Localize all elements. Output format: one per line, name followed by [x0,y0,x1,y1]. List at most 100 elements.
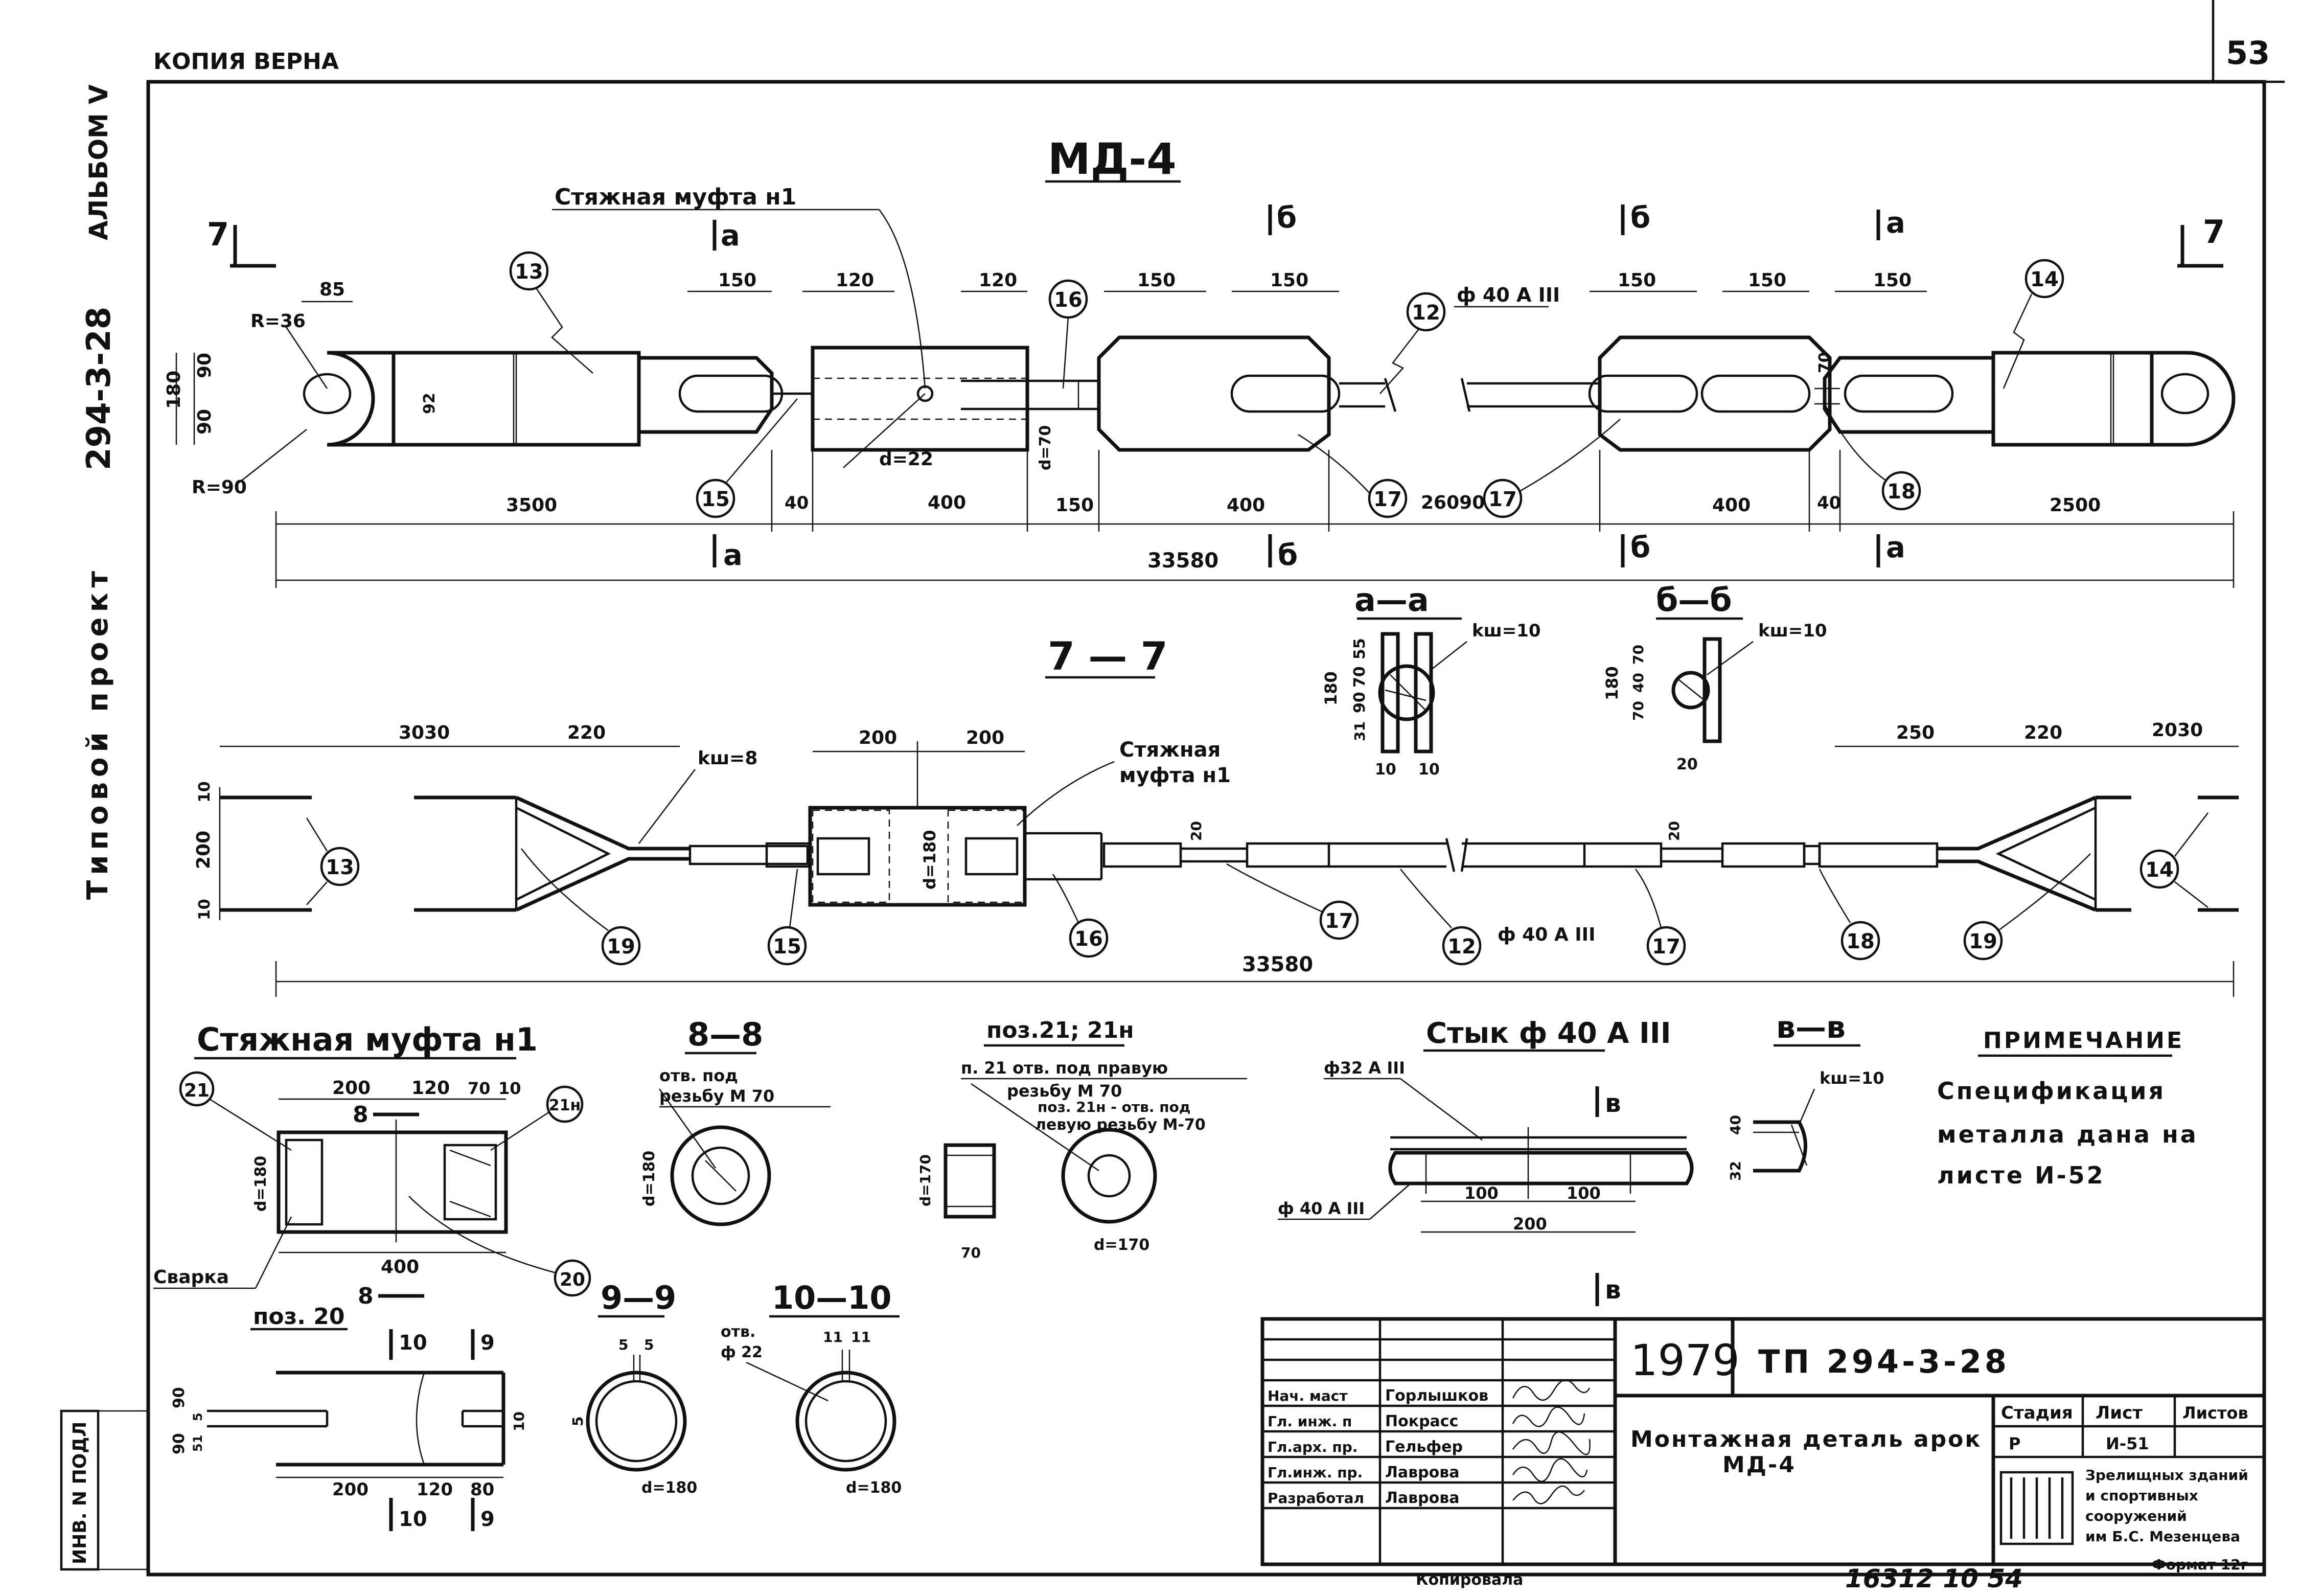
main-view: МД-4 [164,134,2236,588]
section-aa-dim-90: 90 [1351,692,1369,713]
inventory-label: ИНВ. N ПОДЛ [70,1422,90,1564]
view77-d180: d=180 [920,830,939,890]
album-label: АЛЬБОМ V [84,84,113,240]
view77-dim-250: 250 [1896,722,1935,743]
section-aa-dim-55: 55 [1351,638,1369,659]
pos-12-main: 12 [1412,301,1440,325]
section-bb-dim-70a: 70 [1630,645,1647,665]
section88-note2: резьбу М 70 [659,1086,774,1106]
section88-d: d=180 [640,1151,658,1206]
dim-150-d: 150 [1618,270,1656,291]
cut-7-left: 7 [207,216,229,253]
view77-title: 7 — 7 [1048,633,1168,679]
pos-19-view77-left: 19 [607,935,635,959]
mufta-dim-200: 200 [332,1078,371,1099]
section-aa-dim-70: 70 [1351,666,1369,688]
pos20-dim-90b: 90 [170,1433,188,1454]
radius-36: R=36 [250,311,306,332]
pos-14-main: 14 [2030,268,2059,291]
staff-role-2: Гл. инж. п [1268,1413,1352,1430]
stage-value: Р [2009,1434,2020,1453]
section1010-title: 10—10 [772,1279,892,1316]
joint-detail: Стык ф 40 А III ф32 А III 100 100 200 ф … [1278,1017,1694,1306]
section1010-hole: отв. [721,1323,755,1341]
joint-dim-200: 200 [1513,1214,1547,1234]
view77-rod-callout: ф 40 А III [1498,924,1595,945]
pos-21: 21 [184,1080,210,1101]
sheet-frame [60,0,2285,1577]
staff-role-3: Гл.арх. пр. [1268,1439,1357,1455]
pos21-note3: поз. 21н - отв. под [1038,1099,1190,1115]
cut-b-bottom-1: б [1278,539,1298,572]
dim-40-a: 40 [785,493,809,513]
pos20-dim-51: 51 [191,1435,205,1452]
section-bb-dim-40: 40 [1630,673,1647,693]
pos-17-main-b: 17 [1488,488,1517,511]
pos-18-view77: 18 [1846,930,1875,953]
mufta-callout: Стяжная муфта н1 [555,184,796,210]
footer-handwritten: 16312 10 54 [1845,1564,2023,1593]
joint-top-rod: ф32 А III [1324,1058,1405,1078]
dim-overall-main: 33580 [1147,549,1218,573]
pos-15-view77: 15 [773,935,801,959]
position-balloons-view77: 13 19 15 16 17 12 17 18 19 [306,812,2208,966]
sheet-label: Лист [2096,1403,2143,1423]
pos-14-view77: 14 [2145,858,2174,882]
pos21-detail: поз.21; 21н п. 21 отв. под правую резьбу… [917,1017,1247,1261]
cut-b-top-1: б [1277,201,1297,235]
section-vv-title: в—в [1776,1010,1846,1045]
weld-label: Сварка [153,1267,229,1288]
pos21-d170: d=170 [1094,1236,1149,1254]
mufta-dim-70: 70 [468,1079,491,1098]
footer-format: Формат 12г [2152,1556,2248,1573]
pos21-d170-left: d=170 [917,1154,934,1206]
dim-26090: 26090 [1421,492,1485,513]
stage-label: Стадия [2001,1403,2073,1423]
joint-bottom-rod: ф 40 А III [1278,1199,1365,1218]
copy-stamp: КОПИЯ ВЕРНА [153,49,339,75]
view77-gap-20b: 20 [1666,821,1683,841]
section-bb-dim-180: 180 [1602,666,1622,700]
view-7-7: 7 — 7 [193,633,2239,997]
section99-side: 5 [569,1417,586,1426]
note-line2: металла дана на [1937,1121,2198,1148]
section-aa: а—а kш=10 180 55 70 90 31 10 10 [1321,581,1541,779]
pos21-note1: п. 21 отв. под правую [961,1058,1168,1078]
pos20-dim-90a: 90 [170,1387,188,1408]
view77-mufta-line1: Стяжная [1119,738,1221,762]
staff-name-3: Гельфер [1385,1438,1463,1456]
pos20-dim-10: 10 [511,1411,527,1431]
dim-90-b: 90 [194,409,215,435]
view77-dim-220b: 220 [2024,722,2062,743]
pos-19-view77-right: 19 [1969,930,1997,953]
section-bb-dim-70b: 70 [1630,701,1647,721]
org-line-3: сооружений [2085,1508,2187,1524]
section-bb-weld: kш=10 [1758,621,1827,641]
joint-dim-100a: 100 [1464,1183,1499,1203]
org-line-2: и спортивных [2085,1487,2198,1504]
section-vv: в—в kш=10 40 32 [1727,1010,1884,1181]
dim-180: 180 [164,371,185,409]
pos20-detail: поз. 20 10 9 10 9 90 90 5 51 200 120 80 … [170,1304,527,1531]
view77-dim-2030: 2030 [2152,720,2203,741]
section-bb-dim-20: 20 [1676,756,1698,773]
dim-150-g: 150 [1055,495,1094,516]
mufta-dim-d180: d=180 [252,1156,270,1212]
pos20-cut-9-bottom: 9 [480,1508,495,1531]
note-title: ПРИМЕЧАНИЕ [1983,1028,2184,1054]
mufta-dim-10: 10 [498,1079,521,1098]
org-line-1: Зрелищных зданий [2085,1467,2248,1484]
rod-callout: ф 40 А III [1457,284,1560,306]
dim-400-c: 400 [1712,495,1751,516]
dim-150-f: 150 [1873,270,1912,291]
pos-17-main-a: 17 [1373,488,1402,511]
dim-70: 70 [1816,352,1834,373]
view77-overall: 33580 [1242,953,1313,976]
section-99: 9—9 5 5 5 d=180 [569,1279,697,1497]
section1010-hole-d: ф 22 [721,1343,763,1361]
pos20-cut-10-top: 10 [399,1331,427,1355]
note-line1: Спецификация [1937,1077,2166,1105]
main-view-title: МД-4 [1048,134,1177,184]
view77-dim-220a: 220 [567,722,606,743]
